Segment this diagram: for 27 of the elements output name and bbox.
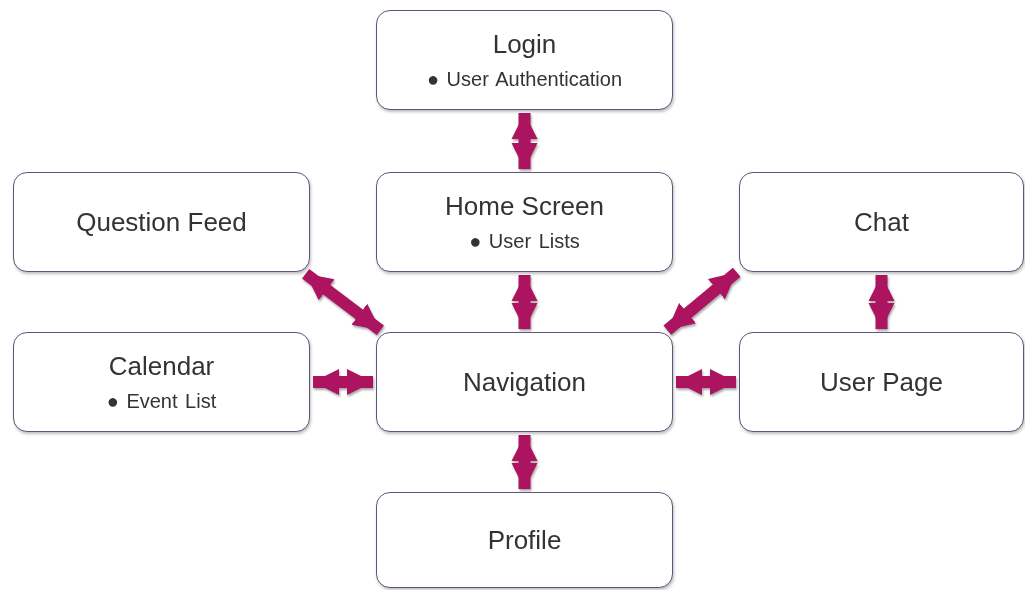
screen-title: User Page [820, 366, 943, 398]
double-arrow [511, 113, 538, 169]
screen-title: Chat [854, 206, 909, 238]
double-arrow [663, 267, 741, 335]
screen-title: Login [492, 29, 557, 60]
screen-box [739, 332, 1024, 432]
double-arrow [313, 368, 373, 396]
bullet-item: ● User Lists [469, 230, 580, 253]
screen-title: Home Screen [445, 191, 604, 222]
screen-box [13, 332, 310, 432]
double-arrow [868, 275, 895, 329]
screen-title: Navigation [463, 366, 586, 398]
bullet-item: ● Event List [106, 390, 217, 413]
screen-title: Profile [487, 524, 562, 556]
bullet-item: ● User Authentication [426, 68, 623, 91]
screen-box [376, 10, 673, 110]
screen-title: Calendar [108, 351, 215, 382]
double-arrow [302, 269, 384, 335]
screen-box [376, 492, 673, 588]
double-arrow [676, 368, 736, 396]
screen-title: Question Feed [76, 206, 247, 238]
screen-box [13, 172, 310, 272]
screen-box [376, 172, 673, 272]
screen-box [739, 172, 1024, 272]
screen-box [376, 332, 673, 432]
double-arrow [511, 275, 538, 329]
double-arrow [511, 435, 538, 489]
